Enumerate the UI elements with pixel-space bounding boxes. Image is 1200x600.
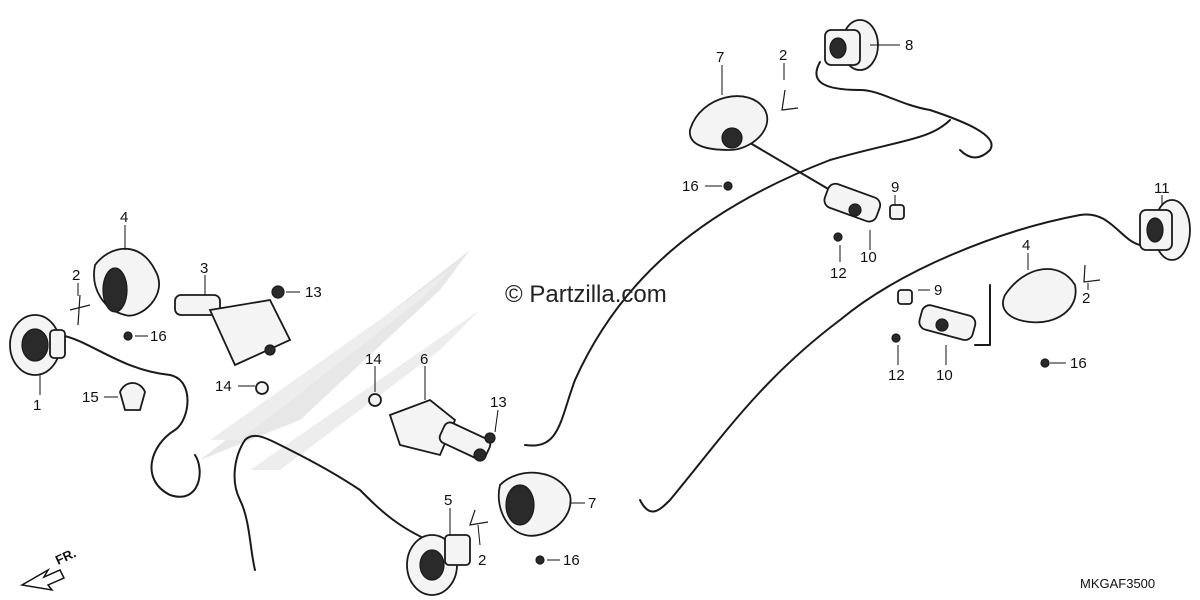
stay-bracket-6 [388, 398, 492, 462]
callout-11: 11 [1154, 180, 1170, 197]
direction-label: FR. [53, 545, 78, 567]
turn-signal-11 [1139, 199, 1191, 261]
lens-cover-7-lower [497, 471, 572, 537]
callout-15: 15 [82, 389, 99, 406]
callout-14: 14 [365, 351, 382, 368]
callout-6: 6 [420, 351, 428, 368]
callout-2: 2 [72, 267, 80, 284]
callout-16: 16 [150, 328, 167, 345]
callout-5: 5 [444, 492, 452, 509]
callout-4: 4 [120, 209, 128, 226]
callout-10: 10 [860, 249, 877, 266]
callout-9: 9 [934, 282, 942, 299]
callout-9: 9 [891, 179, 899, 196]
callout-13: 13 [490, 394, 507, 411]
callout-7: 7 [716, 49, 724, 66]
callout-16: 16 [563, 552, 580, 569]
callout-16: 16 [682, 178, 699, 195]
callout-4: 4 [1022, 237, 1030, 254]
callout-8: 8 [905, 37, 913, 54]
turn-signal-1 [9, 314, 66, 376]
lens-cover-right-4 [1002, 268, 1077, 324]
callout-1: 1 [33, 397, 41, 414]
callout-2: 2 [478, 552, 486, 569]
socket-10-lower [918, 304, 977, 341]
callout-2: 2 [1082, 290, 1090, 307]
wiring-harnesses [59, 61, 1141, 571]
callout-12: 12 [830, 265, 847, 282]
callout-3: 3 [200, 260, 208, 277]
lens-cover-left-4 [93, 247, 160, 317]
small-hardware [69, 89, 1101, 565]
callout-10: 10 [936, 367, 953, 384]
callout-12: 12 [888, 367, 905, 384]
callout-2: 2 [779, 47, 787, 64]
callout-labels: 1 2 4 16 3 13 14 15 14 6 13 5 2 7 16 7 2… [33, 37, 1170, 569]
front-direction-arrow: FR. [19, 545, 78, 592]
callout-16: 16 [1070, 355, 1087, 372]
callout-14: 14 [215, 378, 232, 395]
wing-logo-background [200, 250, 480, 470]
callout-7: 7 [588, 495, 596, 512]
callout-13: 13 [305, 284, 322, 301]
diagram-code: MKGAF3500 [1080, 576, 1155, 591]
socket-10-upper [823, 182, 882, 223]
leader-lines [39, 44, 1163, 561]
turn-signal-8 [824, 19, 879, 71]
lens-cover-7-upper [689, 95, 768, 151]
watermark: © Partzilla.com [505, 281, 667, 308]
turn-signal-5 [406, 534, 471, 596]
stay-bracket-3 [174, 294, 292, 367]
